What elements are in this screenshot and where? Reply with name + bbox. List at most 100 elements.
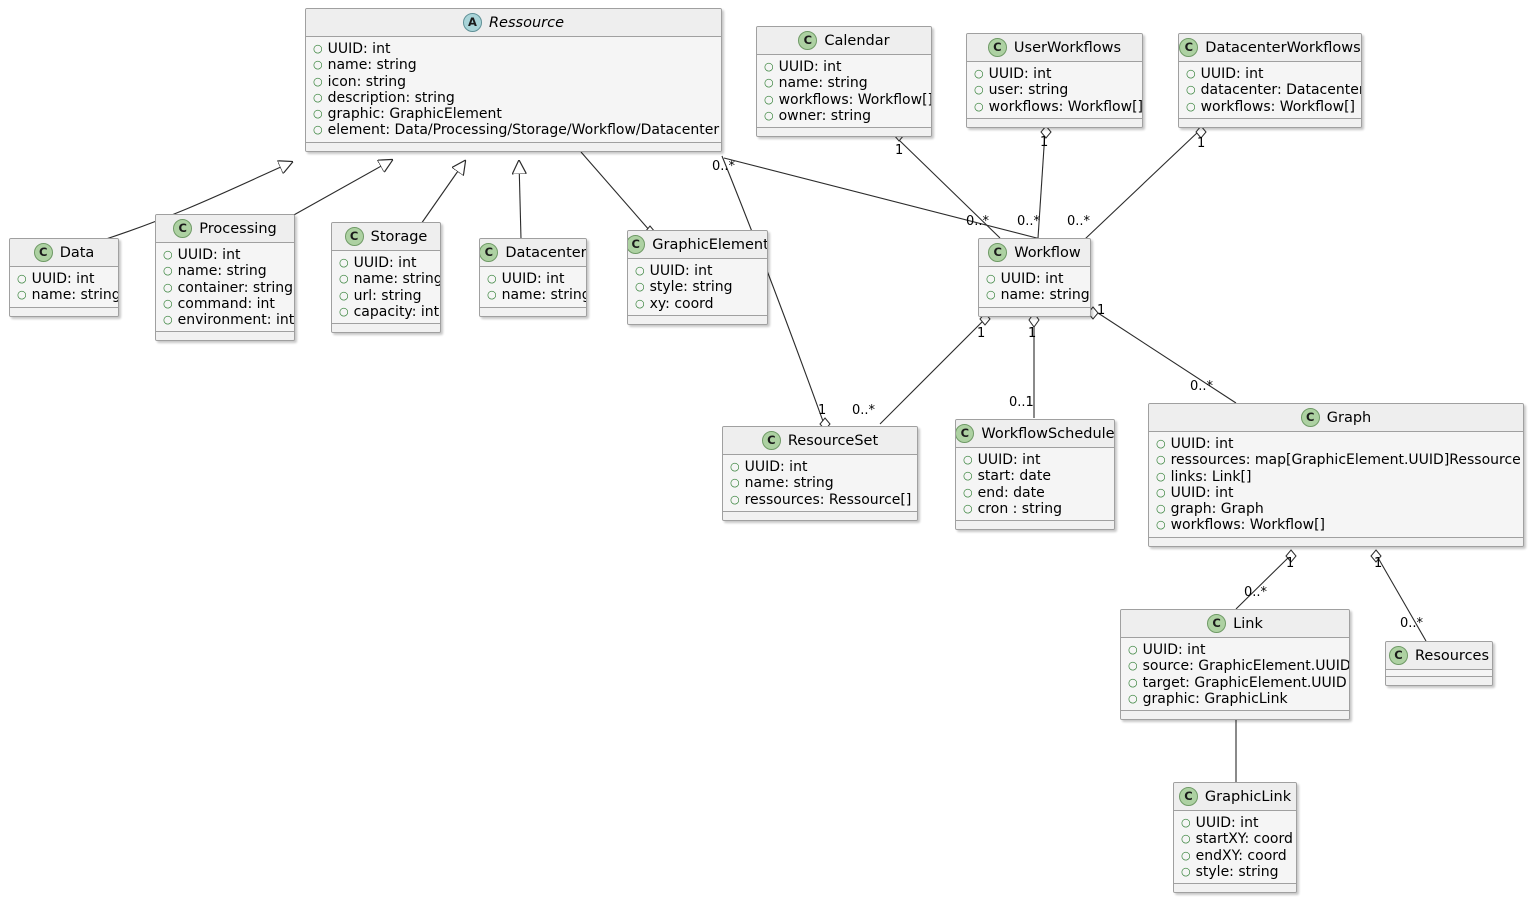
visibility-public-icon: ○ (163, 313, 173, 327)
attribute-row: ○UUID: int (1186, 66, 1353, 82)
attribute-row: ○user: string (974, 82, 1134, 98)
attribute-label: environment: int (177, 312, 295, 329)
visibility-public-icon: ○ (974, 99, 984, 113)
visibility-public-icon: ○ (635, 296, 645, 310)
class-methods-datacenter (480, 307, 586, 316)
attribute-label: UUID: int (1000, 271, 1064, 287)
attribute-row: ○target: GraphicElement.UUID (1128, 675, 1347, 691)
visibility-public-icon: ○ (1186, 67, 1196, 80)
class-methods-graph (1149, 537, 1523, 546)
attribute-label: capacity: int (353, 303, 440, 320)
class-icon: C (956, 424, 975, 443)
attribute-label: name: string (778, 75, 868, 92)
class-icon: C (1300, 408, 1320, 427)
attribute-label: ressources: map[GraphicElement.UUID]Ress… (1170, 452, 1521, 469)
class-attributes-calendar: ○UUID: int○name: string○workflows: Workf… (757, 55, 931, 129)
visibility-public-icon: ○ (313, 74, 323, 88)
visibility-public-icon: ○ (1128, 659, 1138, 673)
class-title-userworkflows: UserWorkflows (1013, 39, 1122, 56)
class-attributes-data: ○UUID: int○name: string (10, 267, 118, 308)
attribute-label: owner: string (778, 107, 871, 124)
attribute-row: ○command: int (163, 296, 286, 312)
attribute-row: ○ environment: int (163, 312, 294, 328)
attribute-row: ○graphic: GraphicElement (313, 106, 713, 122)
attribute-label: cron : string (977, 500, 1062, 517)
attribute-row: ○name: string (730, 475, 909, 491)
attribute-label: user: string (988, 82, 1069, 99)
visibility-public-icon: ○ (764, 92, 774, 106)
attribute-row: ○UUID: int (963, 452, 1106, 468)
attribute-row: ○UUID: int (163, 247, 286, 263)
attribute-label: name: string (501, 287, 587, 304)
class-title-storage: Storage (370, 228, 428, 245)
edge-workflow-to-resourceset (879, 319, 985, 425)
class-header-userworkflows: C UserWorkflows (967, 34, 1142, 62)
class-methods-link (1121, 711, 1349, 720)
attribute-label: name: string (177, 263, 267, 280)
attribute-row: ○startXY: coord (1181, 831, 1293, 847)
visibility-public-icon: ○ (764, 76, 774, 90)
visibility-public-icon: ○ (1156, 485, 1166, 499)
class-icon: C (1179, 38, 1199, 57)
attribute-label: datacenter: Datacenter (1200, 82, 1362, 99)
class-title-processing: Processing (199, 220, 277, 237)
visibility-public-icon: ○ (1181, 816, 1191, 829)
attribute-row: ○workflows: Workflow[] (1156, 517, 1515, 533)
visibility-public-icon: ○ (1156, 437, 1166, 450)
multiplicity-label: 0..1 (1009, 395, 1034, 410)
class-icon: C (987, 38, 1007, 57)
visibility-public-icon: ○ (1128, 675, 1138, 689)
edge-storage-inherits-ressource (420, 161, 465, 225)
attribute-row: ○UUID: int (339, 255, 432, 271)
class-methods-graphicelement (628, 315, 767, 324)
attribute-label: UUID: int (501, 271, 565, 287)
class-methods-workflow (979, 307, 1090, 316)
attribute-row: ○ datacenter: Datacenter (1186, 82, 1361, 98)
attribute-row: ○UUID: int (1156, 436, 1515, 452)
class-box-datacenterworkflows[interactable]: C DatacenterWorkflows ○UUID: int○ datacente… (1178, 33, 1362, 128)
edge-graphicelement-to-ressource (580, 151, 651, 232)
attribute-row: ○element: Data/Processing/Storage/Workfl… (313, 122, 719, 138)
attribute-label: graphic: GraphicLink (1142, 690, 1288, 707)
class-title-resourceset: ResourceSet (787, 432, 879, 449)
visibility-public-icon: ○ (963, 501, 973, 515)
attribute-label: source: GraphicElement.UUID (1142, 658, 1350, 675)
attribute-label: name: string (1000, 287, 1090, 304)
class-title-resources: Resources (1414, 647, 1490, 664)
attribute-label: UUID: int (1195, 815, 1259, 831)
visibility-public-icon: ○ (1186, 83, 1196, 97)
attribute-row: ○name: string (313, 57, 713, 73)
visibility-public-icon: ○ (1181, 848, 1191, 862)
visibility-public-icon: ○ (313, 42, 323, 55)
visibility-public-icon: ○ (963, 485, 973, 499)
multiplicity-label: 1 (1286, 556, 1295, 571)
visibility-public-icon: ○ (487, 272, 497, 285)
multiplicity-label: 0..* (852, 403, 876, 418)
class-methods-data (10, 307, 118, 316)
class-methods-ressource (306, 142, 721, 151)
class-icon: C (988, 243, 1008, 262)
class-attributes-graphiclink: ○UUID: int○startXY: coord○endXY: coord○s… (1174, 811, 1296, 885)
class-title-datacenterworkflows: DatacenterWorkflows (1205, 39, 1361, 56)
attribute-row: ○workflows: Workflow[] (764, 92, 931, 108)
multiplicity-label: 1 (1197, 136, 1206, 151)
